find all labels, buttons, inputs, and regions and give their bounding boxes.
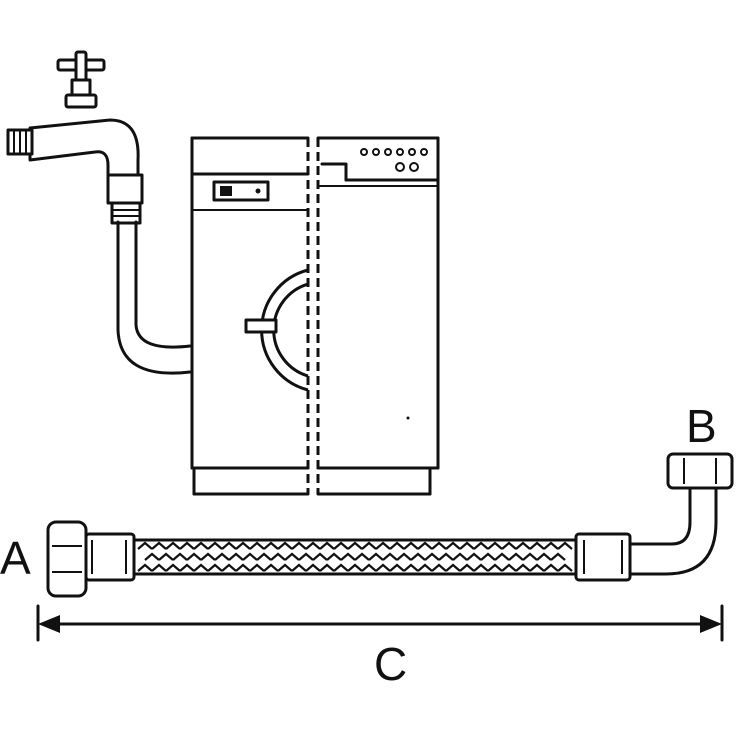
dimension-arrow-icon <box>36 604 724 642</box>
braid-row <box>137 541 573 550</box>
braid-row <box>137 563 573 572</box>
washing-machine-icon <box>190 136 310 496</box>
hose-braid-pattern <box>137 541 573 572</box>
dishwasher-icon <box>316 136 440 496</box>
label-b: B <box>686 400 717 452</box>
braid-row <box>144 552 566 561</box>
label-a: A <box>0 532 31 584</box>
braided-hose-icon <box>46 452 734 598</box>
tap-hose <box>116 220 192 375</box>
label-c: C <box>374 638 407 690</box>
tap-icon <box>6 50 144 225</box>
